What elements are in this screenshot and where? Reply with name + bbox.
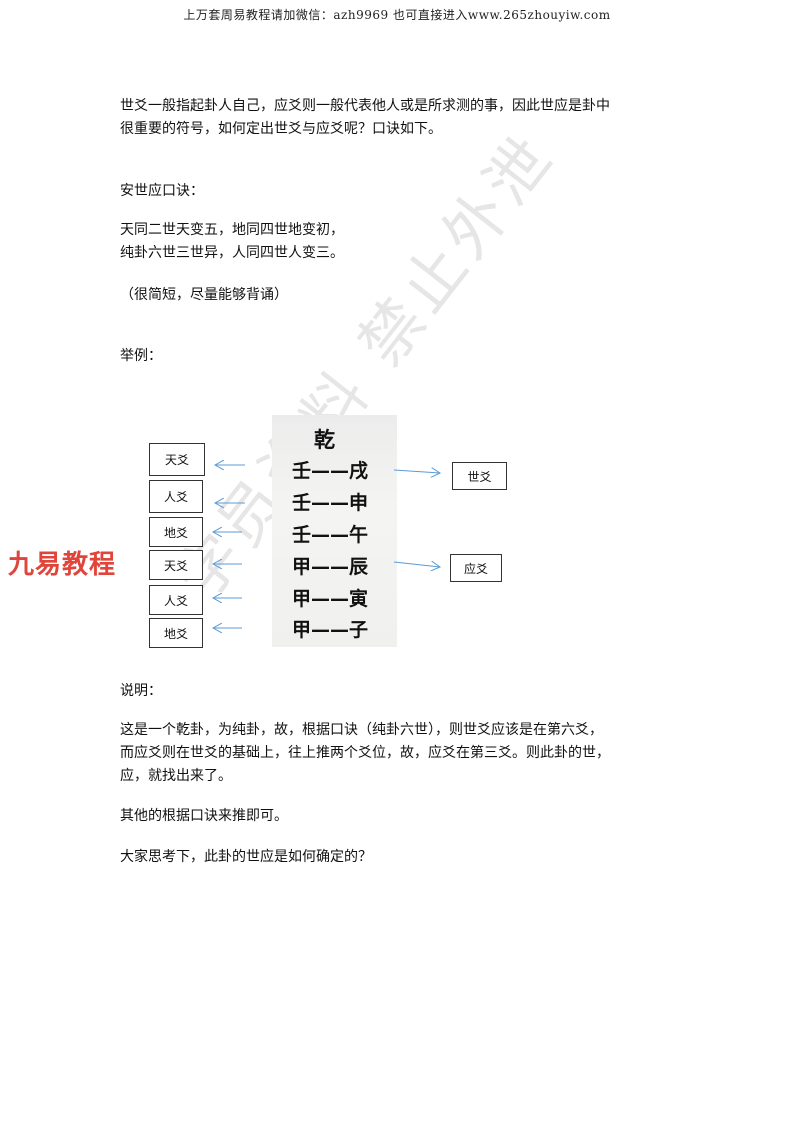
koujue-line-2: 纯卦六世三世异，人同四世人变三。 — [120, 245, 344, 261]
explain-line-1: 这是一个乾卦，为纯卦，故，根据口诀（纯卦六世），则世爻应该是在第六爻， — [120, 722, 603, 738]
question: 大家思考下，此卦的世应是如何确定的？ — [120, 849, 372, 865]
left-label-box: 人爻 — [149, 585, 203, 615]
arrow-to-shi — [393, 470, 440, 473]
left-label-box: 地爻 — [149, 517, 203, 547]
left-label-box: 人爻 — [149, 480, 203, 513]
other-note: 其他的根据口诀来推即可。 — [120, 808, 288, 824]
koujue-title: 安世应口诀： — [120, 183, 204, 199]
yao-row-1: 甲——子 — [292, 619, 369, 641]
explain-title: 说明： — [120, 683, 162, 699]
recite-note: （很简短，尽量能够背诵） — [120, 287, 288, 303]
example-title: 举例： — [120, 348, 162, 364]
page-header: 上万套周易教程请加微信：azh9969 也可直接进入www.265zhouyiw… — [183, 8, 611, 22]
gua-name: 乾 — [314, 428, 335, 452]
explain-line-3: 应，就找出来了。 — [120, 768, 232, 784]
gua-card — [272, 415, 397, 647]
left-label-box: 天爻 — [149, 443, 205, 476]
ying-yao-box: 应爻 — [450, 554, 502, 582]
yao-row-2: 甲——寅 — [292, 588, 369, 610]
arrow-to-ying — [393, 562, 440, 567]
koujue-line-1: 天同二世天变五，地同四世地变初， — [120, 222, 344, 238]
yao-row-6: 壬——戌 — [292, 460, 369, 482]
left-label-box: 天爻 — [149, 550, 203, 580]
intro-line-1: 世爻一般指起卦人自己，应爻则一般代表他人或是所求测的事，因此世应是卦中 — [120, 98, 610, 114]
yao-row-4: 壬——午 — [292, 524, 369, 546]
intro-line-2: 很重要的符号，如何定出世爻与应爻呢？口诀如下。 — [120, 121, 442, 137]
left-label-box: 地爻 — [149, 618, 203, 648]
explain-line-2: 而应爻则在世爻的基础上，往上推两个爻位，故，应爻在第三爻。则此卦的世， — [120, 745, 610, 761]
yao-row-3: 甲——辰 — [292, 556, 369, 578]
logo-text: 九易教程 — [8, 550, 117, 580]
shi-yao-box: 世爻 — [452, 462, 507, 490]
yao-row-5: 壬——申 — [292, 492, 369, 514]
